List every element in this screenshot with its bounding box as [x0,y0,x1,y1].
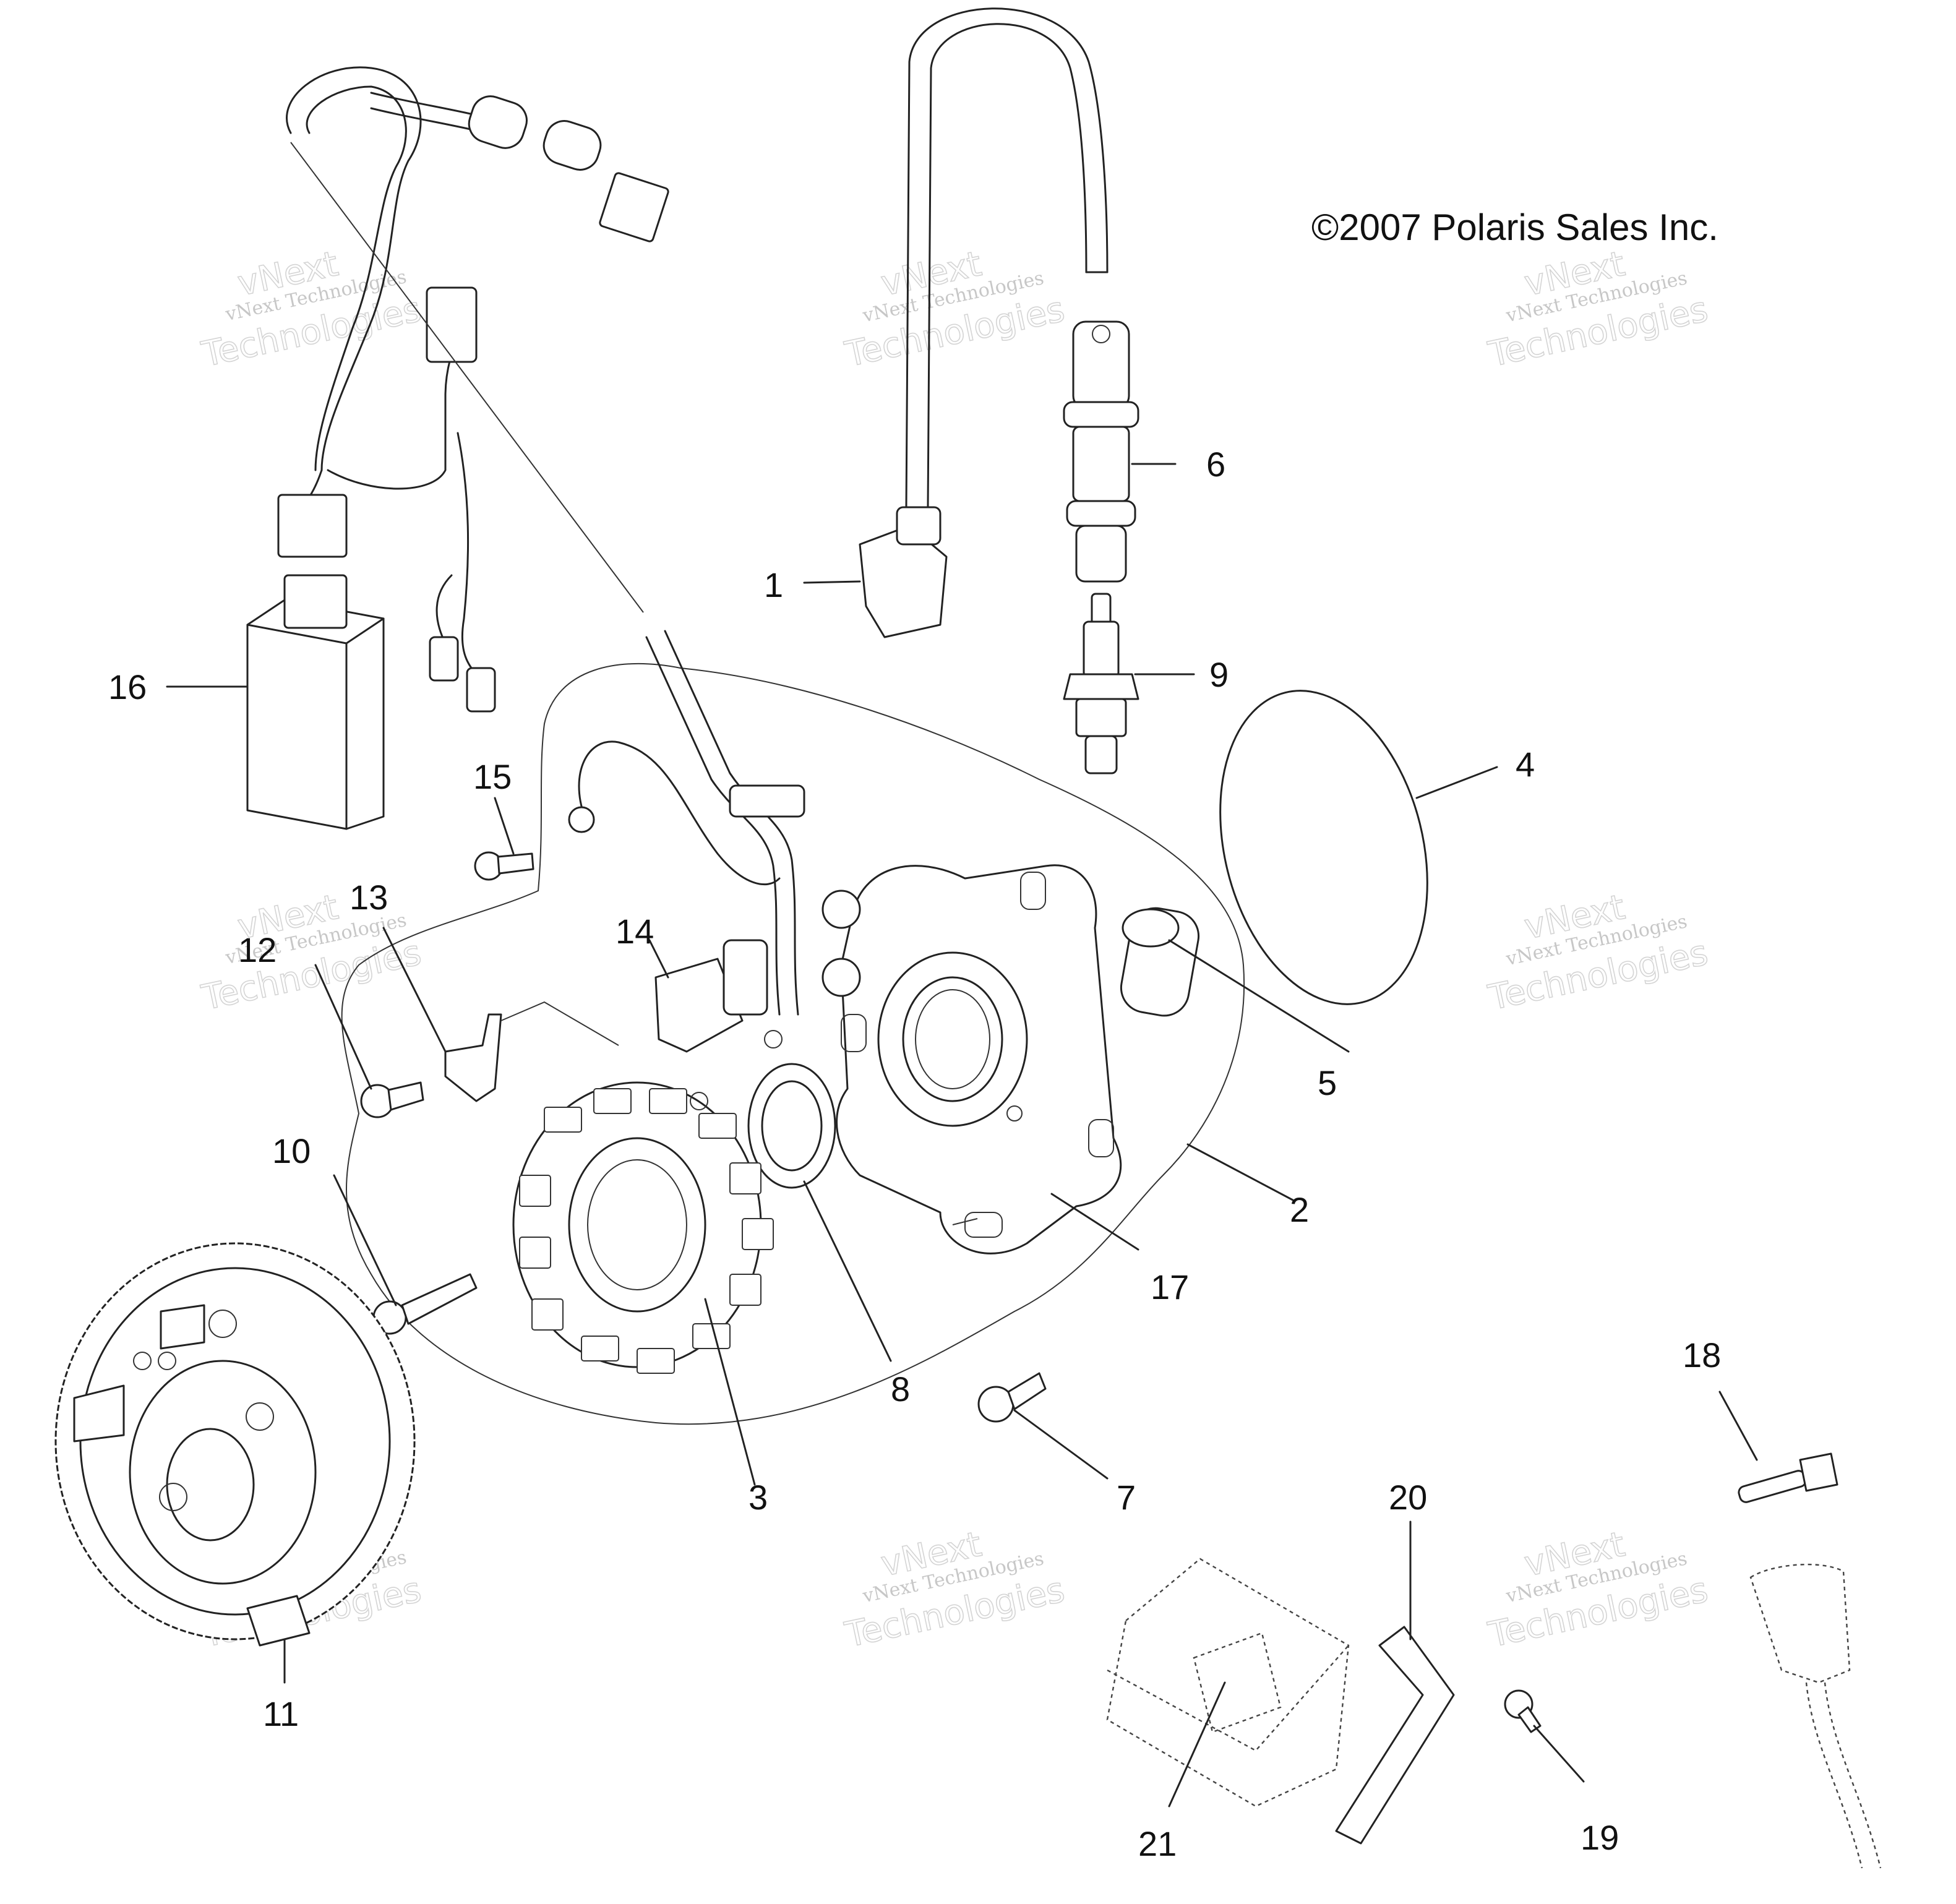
callout-9: 9 [1209,655,1229,694]
sensor-connector [1749,1563,1882,1869]
bracket-screw [360,1081,424,1118]
callout-12: 12 [238,930,277,969]
callout-8: 8 [891,1370,910,1409]
callout-21: 21 [1138,1824,1177,1863]
copyright-notice: ©2007 Polaris Sales Inc. [1311,207,1718,248]
callout-labels: 1 2 3 4 5 6 7 8 9 10 11 12 13 14 15 16 1… [108,445,1721,1863]
watermark-bottom-middle: vNext vNext Technologies Technologies [841,1524,1068,1656]
stator-screw [372,1273,478,1335]
spark-plug [1063,593,1139,774]
callout-11: 11 [263,1694,299,1733]
bracket [444,1013,502,1102]
ground-wire [568,740,781,886]
stator-plate [821,864,1122,1254]
bracket-guide-line [500,1001,619,1046]
clip [1335,1626,1455,1845]
cdi-box [246,574,385,830]
callout-18: 18 [1683,1336,1721,1374]
cover-screw [977,1372,1047,1423]
ground-screw [474,851,534,881]
leader-lines [166,463,1758,1808]
watermark-top-right: vNext vNext Technologies Technologies [1484,243,1712,375]
callout-15: 15 [473,757,512,796]
gasket-o-ring [1219,690,1428,1005]
callout-10: 10 [272,1131,311,1170]
plate-tab-line [952,1218,978,1225]
pickup-sensor [645,630,805,1053]
callout-1: 1 [764,565,783,604]
callout-14: 14 [616,912,654,951]
ignition-coil [859,7,1109,638]
bolt [1738,1452,1838,1503]
oil-seal [747,1063,836,1189]
watermark-bottom-right: vNext vNext Technologies Technologies [1484,1524,1712,1656]
callout-6: 6 [1206,445,1225,484]
callout-13: 13 [350,878,388,917]
callout-19: 19 [1581,1818,1619,1857]
callout-17: 17 [1151,1267,1189,1306]
callout-16: 16 [108,667,147,706]
stator [512,1081,774,1374]
callout-2: 2 [1290,1190,1309,1229]
callout-5: 5 [1318,1063,1337,1102]
spark-plug-cap [1063,320,1139,583]
watermark-mid-right: vNext vNext Technologies Technologies [1484,886,1712,1019]
wiring-harness [277,66,669,713]
assembly-outline [341,663,1245,1425]
callout-3: 3 [749,1478,768,1517]
module [1106,1558,1350,1808]
watermark-mid-left: vNext vNext Technologies Technologies [197,886,425,1019]
flywheel [54,1242,416,1647]
callout-4: 4 [1516,745,1535,784]
bushing [1120,907,1200,1017]
watermark-top-middle: vNext vNext Technologies Technologies [841,243,1068,375]
callout-20: 20 [1389,1478,1427,1517]
callout-7: 7 [1117,1478,1136,1517]
